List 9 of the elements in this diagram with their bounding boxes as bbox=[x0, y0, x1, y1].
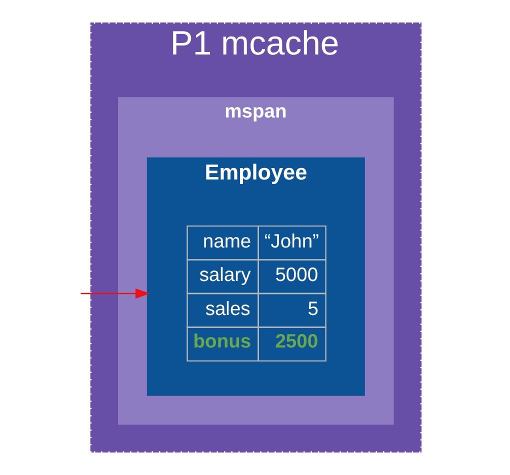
label: 5000 bbox=[274, 265, 318, 286]
label: sales bbox=[204, 298, 250, 320]
label: 5 bbox=[307, 298, 318, 320]
label: salary bbox=[198, 265, 250, 286]
label: “John” bbox=[264, 231, 318, 252]
label: name bbox=[202, 231, 251, 252]
label: bonus bbox=[192, 331, 251, 352]
arrow bbox=[80, 288, 150, 299]
label: 2500 bbox=[274, 331, 318, 352]
